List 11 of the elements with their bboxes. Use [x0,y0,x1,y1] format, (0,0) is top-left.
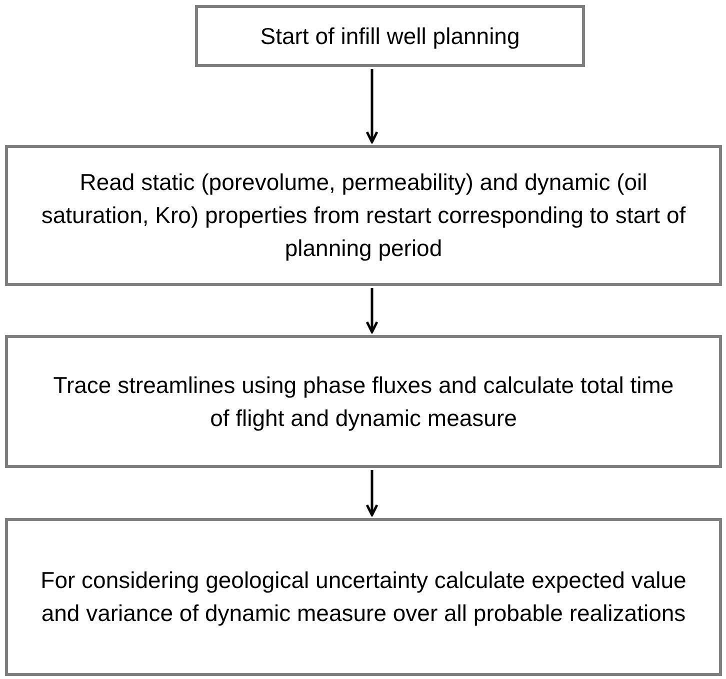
arrow [366,470,378,516]
box-text: Start of infill well planning [260,22,520,51]
box-text: Trace streamlines using phase fluxes and calculate total time of flight and dynamic measure [52,370,675,433]
arrow [366,69,378,144]
process-box [195,5,585,67]
process-box [5,335,722,468]
process-box [5,145,722,286]
box-text: Read static (porevolume, permeability) and dynamic (oil saturation, Kro) properties from restart corresponding to start of planning period [40,168,687,263]
arrow [366,288,378,334]
box-text: For considering geological uncertainty calculate expected value and variance of dynamic measure over all probable realizations [40,566,688,628]
process-box [5,518,722,676]
